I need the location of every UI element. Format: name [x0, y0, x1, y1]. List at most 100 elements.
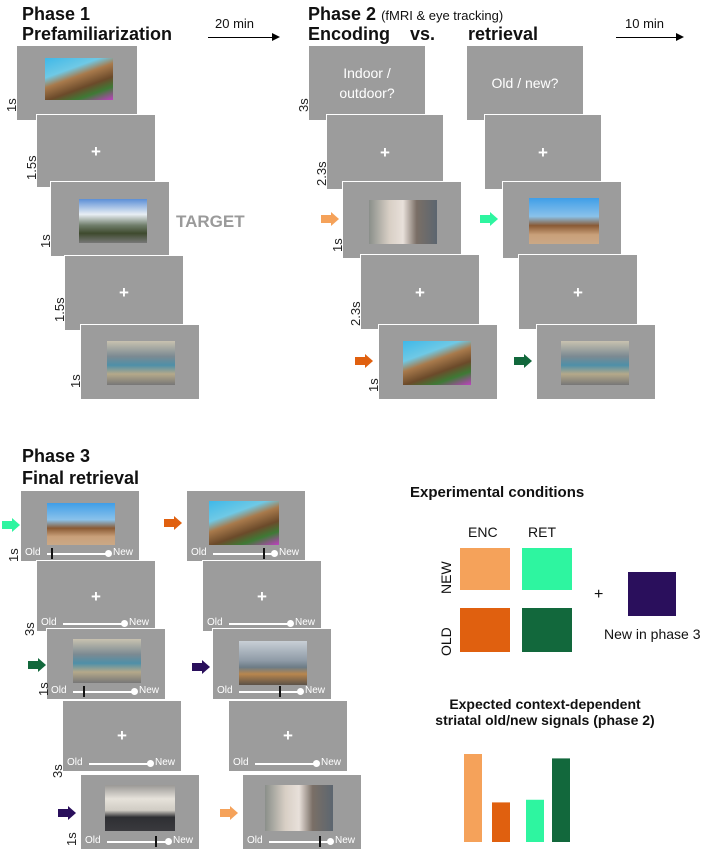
conditions-row-new: NEW	[438, 561, 454, 594]
bar-ret-new	[526, 799, 544, 842]
new-phase3-arrow-icon	[58, 806, 76, 820]
phase3-subtitle: Final retrieval	[22, 468, 140, 488]
bar-ret-old	[552, 758, 570, 842]
retrieval-image-slide	[536, 324, 656, 400]
fixation-cross: +	[91, 142, 101, 162]
fixation-cross: +	[538, 143, 548, 163]
fixation-cross: +	[380, 143, 390, 163]
bar-enc-old	[492, 802, 510, 842]
fixation-cross: +	[257, 587, 267, 607]
retrieval-prompt: Old / new?	[491, 75, 559, 91]
enc-new-arrow-icon	[321, 212, 339, 226]
retrieval-image-slide	[502, 181, 622, 259]
scene-photo-hallway-door	[369, 200, 437, 244]
duration-label: 3s	[22, 622, 37, 636]
phase1-title: Phase 1	[22, 4, 91, 24]
ret-old-arrow-icon	[28, 658, 46, 672]
phase3-title: Phase 3	[22, 446, 91, 466]
encoding-prompt-slide: Indoor /outdoor?	[308, 45, 426, 121]
duration-label: 1.5s	[52, 297, 67, 322]
conditions-row-old: OLD	[438, 627, 454, 656]
scene-photo-gallery-room	[107, 341, 175, 385]
duration-label: 3s	[50, 764, 65, 778]
phase2-title: Phase 2 (fMRI & eye tracking)	[308, 4, 504, 24]
scene-photo-sculpture-plaza	[47, 503, 115, 545]
retrieval-prompt-slide: Old / new?	[466, 45, 584, 121]
condition-ret-new-swatch	[522, 548, 572, 590]
duration-label: 1s	[366, 378, 381, 392]
gap2-arrow	[616, 37, 678, 38]
fixation-cross: +	[415, 283, 425, 303]
fixation-cross: +	[119, 283, 129, 302]
ret-new-arrow-icon	[2, 518, 20, 532]
duration-label: 1s	[4, 98, 19, 112]
duration-label: 1s	[330, 238, 345, 252]
conditions-col-enc: ENC	[468, 524, 498, 540]
conditions-col-ret: RET	[528, 524, 556, 540]
gap1-label: 20 min	[215, 16, 255, 31]
scene-photo-hallway-door	[265, 785, 333, 831]
duration-label: 2.3s	[348, 301, 363, 326]
duration-label: 1s	[6, 548, 21, 562]
phase1-slide-target	[50, 181, 170, 257]
fixation-cross: +	[283, 726, 293, 745]
scene-photo-sculpture-garden	[209, 501, 279, 545]
conditions-new-phase3-label: New in phase 3	[604, 626, 701, 642]
fixation-cross: +	[117, 726, 127, 745]
enc-new-arrow-icon	[220, 806, 238, 820]
duration-label: 1s	[64, 832, 79, 846]
ret-old-arrow-icon	[514, 354, 532, 368]
gap1-arrow	[208, 37, 274, 38]
scene-photo-sculpture-plaza	[529, 198, 599, 244]
enc-old-arrow-icon	[164, 516, 182, 530]
duration-label: 1s	[36, 682, 51, 696]
duration-label: 2.3s	[314, 161, 329, 186]
duration-label: 3s	[296, 98, 311, 112]
duration-label: 1.5s	[24, 155, 39, 180]
scene-photo-gallery-room	[73, 639, 141, 683]
expected-title: Expected context-dependent striatal old/…	[400, 696, 690, 728]
fixation-cross: +	[91, 587, 101, 607]
enc-old-arrow-icon	[355, 354, 373, 368]
phase2-retrieval-label: retrieval	[468, 24, 539, 44]
bar-enc-new	[464, 754, 482, 842]
retrieval-fixation-slide: +	[518, 254, 638, 330]
condition-ret-old-swatch	[522, 608, 572, 652]
expected-signals-chart	[464, 754, 570, 842]
condition-enc-old-swatch	[460, 608, 510, 652]
duration-label: 1s	[68, 374, 83, 388]
encoding-prompt-line2: outdoor?	[339, 85, 395, 101]
scene-photo-sculpture-garden	[403, 341, 471, 385]
encoding-fixation-slide: +	[360, 254, 480, 330]
scene-photo-sculpture-garden	[45, 58, 113, 100]
phase1-slide-image	[16, 45, 138, 121]
scene-photo-lake-pier	[239, 641, 307, 685]
fixation-cross: +	[573, 283, 583, 303]
expected-title-line2: striatal old/new signals (phase 2)	[435, 712, 655, 728]
encoding-image-slide	[378, 324, 498, 400]
phase1-slide-image	[80, 324, 200, 400]
condition-enc-new-swatch	[460, 548, 510, 590]
phase1-slide-fixation: +	[36, 114, 156, 188]
new-phase3-arrow-icon	[192, 660, 210, 674]
ret-new-arrow-icon	[480, 212, 498, 226]
phase1-slide-fixation: +	[64, 255, 184, 331]
